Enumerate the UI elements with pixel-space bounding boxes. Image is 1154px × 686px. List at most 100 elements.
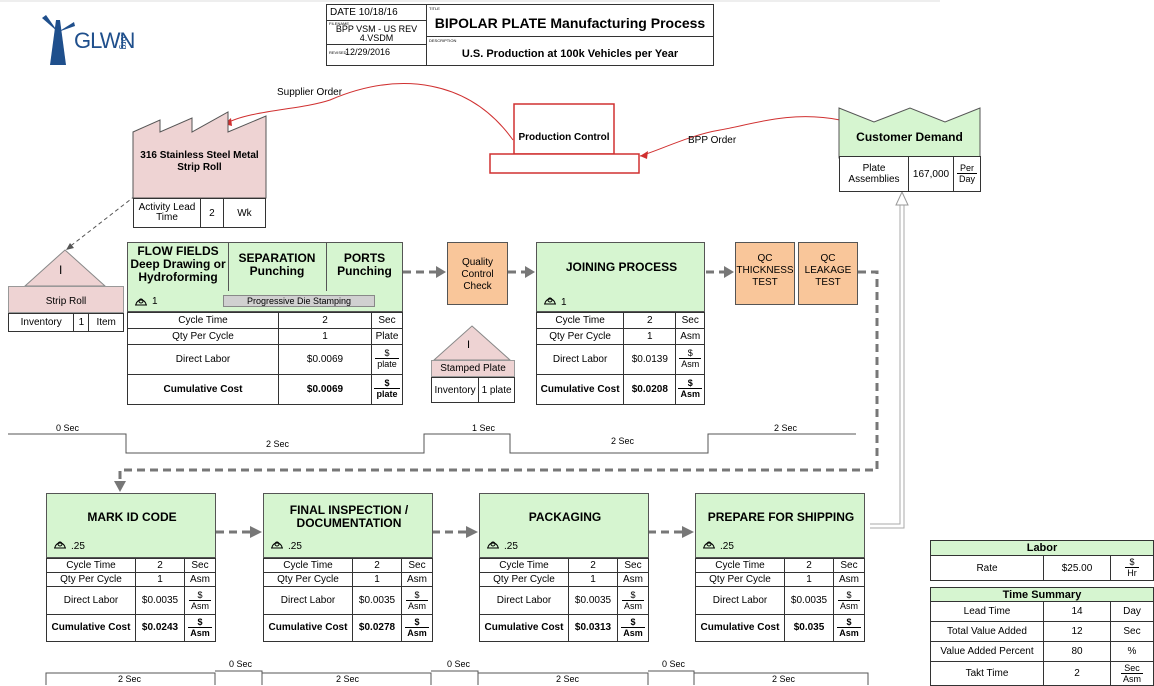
timeline2-label-b: 0 Sec — [229, 659, 253, 669]
timeline1-label-2: 2 Sec — [266, 439, 290, 449]
supplier-order-line — [224, 83, 514, 141]
quality-control-check: Quality Control Check — [447, 242, 508, 305]
value-added-value: 12 — [1043, 621, 1111, 642]
glwn-logo: GLWN .org — [38, 10, 148, 65]
process-qty: 1 — [352, 572, 402, 588]
process-operators: .25 — [71, 541, 85, 552]
timeline2-label-e: 2 Sec — [556, 674, 580, 684]
lead-time-summary-value: 14 — [1043, 601, 1111, 622]
process-operators: .25 — [504, 541, 518, 552]
separation-title: SEPARATION Punching — [238, 251, 316, 278]
joining-operators: 1 — [561, 297, 567, 308]
value-added-label: Total Value Added — [930, 621, 1044, 642]
customer-item: Plate Assemblies — [839, 156, 909, 192]
strip-roll-name: Strip Roll — [8, 286, 124, 313]
customer-factory-icon — [838, 107, 981, 159]
strip-roll-inventory-label: Inventory — [7, 313, 75, 332]
process-cycle-time: 2 — [568, 557, 618, 574]
revised-cell: REVISED 12/29/2016 — [327, 45, 427, 66]
strip-roll-inventory-value: 1 — [73, 313, 90, 332]
filename-cell: FILENAME BPP VSM - US REV 4.VSDM — [327, 21, 427, 45]
supplier-lead-table: Activity Lead Time 2 Wk — [133, 198, 267, 228]
value-added-percent-value: 80 — [1043, 641, 1111, 662]
operator-icon — [544, 297, 556, 305]
process-title: PACKAGING — [528, 510, 602, 524]
joining-labor: $0.0139 — [623, 343, 677, 375]
process-title: PREPARE FOR SHIPPING — [707, 510, 855, 524]
process-labor: $0.0035 — [135, 586, 185, 615]
operator-icon — [271, 541, 283, 549]
stamped-plate-inventory-table: Inventory 1 plate — [430, 377, 515, 403]
process-qty: 1 — [135, 572, 185, 588]
process-qty: 1 — [568, 572, 618, 588]
stamping-labor: $0.0069 — [278, 343, 372, 375]
stamping-operator-row: 1 Progressive Die Stamping — [128, 291, 404, 311]
logo-suffix: .org — [119, 34, 129, 50]
stamping-process-box: FLOW FIELDS Deep Drawing or Hydroforming… — [127, 242, 403, 312]
process-labor: $0.0035 — [568, 586, 618, 615]
labor-rate-unit: $Hr — [1125, 557, 1139, 578]
process-cycle-time: 2 — [352, 557, 402, 574]
joining-qty: 1 — [623, 327, 677, 345]
date-value: 10/18/16 — [358, 7, 398, 18]
labor-rate-label: Rate — [930, 555, 1044, 581]
stamped-plate-name: Stamped Plate — [431, 360, 515, 377]
operator-icon — [487, 541, 499, 549]
qc-leakage-test: QC LEAKAGE TEST — [798, 242, 858, 305]
strip-roll-inventory-unit: Item — [88, 313, 124, 332]
joining-cycle-time: 2 — [623, 312, 677, 329]
process-box-1: FINAL INSPECTION / DOCUMENTATION.25 — [263, 493, 433, 558]
diagram-description: U.S. Production at 100k Vehicles per Yea… — [461, 48, 679, 60]
timeline2-label-c: 2 Sec — [336, 674, 360, 684]
process-qty: 1 — [784, 572, 834, 588]
stamped-plate-inventory-icon — [432, 325, 512, 361]
ports-title: PORTS Punching — [337, 251, 392, 278]
supplier-name: 316 Stainless Steel Metal Strip Roll — [140, 150, 259, 173]
stamped-plate-inventory-label: Inventory — [430, 377, 480, 403]
joining-title: JOINING PROCESS — [565, 260, 678, 274]
flow-fields-title: FLOW FIELDS Deep Drawing or Hydroforming — [130, 244, 226, 284]
title-cell: TITLE BIPOLAR PLATE Manufacturing Proces… — [427, 5, 713, 37]
timeline2-label-f: 0 Sec — [662, 659, 686, 669]
diagram-title: BIPOLAR PLATE Manufacturing Process — [434, 15, 706, 31]
title-block: DATE 10/18/16 FILENAME BPP VSM - US REV … — [326, 4, 714, 66]
strip-roll-inventory-icon — [23, 249, 107, 287]
process-labor: $0.0035 — [784, 586, 834, 615]
qc-thickness-test: QC THICKNESS TEST — [735, 242, 795, 305]
joining-process-box: JOINING PROCESS 1 — [536, 242, 705, 312]
timeline1-label-4: 2 Sec — [611, 436, 635, 446]
production-control-label: Production Control — [518, 132, 610, 143]
stamping-cycle-time: 2 — [278, 312, 372, 329]
process-cycle-time: 2 — [135, 557, 185, 574]
stamping-qty: 1 — [278, 327, 372, 345]
lead-time-value: 2 — [200, 198, 224, 228]
timeline2-label-d: 0 Sec — [447, 659, 471, 669]
description-cell: DESCRIPTION U.S. Production at 100k Vehi… — [427, 37, 713, 66]
time-summary-title: Time Summary — [930, 587, 1154, 602]
stamping-operators: 1 — [152, 296, 158, 307]
filename-value: BPP VSM - US REV 4.VSDM — [335, 24, 418, 43]
process-title: MARK ID CODE — [87, 510, 177, 524]
process-box-2: PACKAGING .25 — [479, 493, 649, 558]
lead-time-unit: Wk — [222, 198, 267, 228]
process-title: FINAL INSPECTION / DOCUMENTATION — [289, 503, 409, 530]
customer-demand-value: 167,000 — [908, 156, 954, 192]
timeline2-label-g: 2 Sec — [772, 674, 796, 684]
strip-roll-icon-label: I — [59, 263, 63, 277]
operator-icon — [703, 541, 715, 549]
stamping-cumulative: $0.0069 — [278, 373, 372, 406]
labor-table: Labor Rate $25.00 $Hr — [930, 540, 1154, 581]
value-added-percent-label: Value Added Percent — [930, 641, 1044, 662]
timeline1-label-5: 2 Sec — [774, 423, 798, 433]
process-operators: .25 — [720, 541, 734, 552]
process-cumulative: $0.0243 — [135, 613, 185, 643]
process-cumulative: $0.0313 — [568, 613, 618, 643]
